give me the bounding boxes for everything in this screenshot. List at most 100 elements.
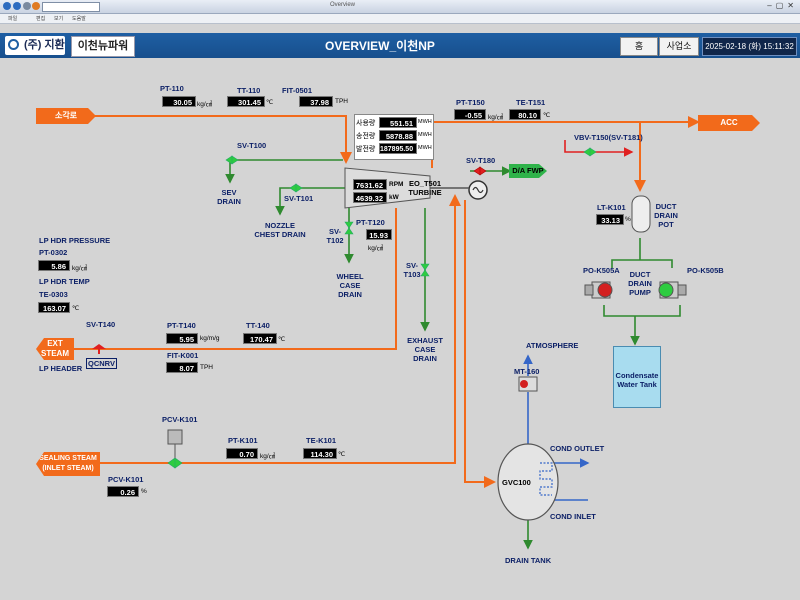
duct-drain-pump-label: DUCT DRAIN PUMP: [628, 270, 652, 297]
condensate-tank-label: Condensate Water Tank: [615, 371, 659, 389]
pt0302-unit: kg/㎠: [72, 265, 88, 272]
sv-t102-valve-icon: [344, 221, 354, 235]
pt110-value[interactable]: 30.05: [162, 96, 196, 107]
wheel-drain-label: WHEEL CASE DRAIN: [336, 272, 364, 299]
fit0501-unit: TPH: [335, 98, 348, 105]
pump-a-icon: [584, 281, 613, 299]
fit0501-value[interactable]: 37.98: [299, 96, 333, 107]
home-button[interactable]: 홈: [620, 37, 658, 56]
te151-unit: ℃: [543, 112, 551, 119]
sealing-steam-stream[interactable]: SEALING STEAM (INLET STEAM): [36, 452, 100, 476]
qcnrv-label[interactable]: QCNRV: [86, 358, 117, 369]
tt110-unit: ℃: [266, 99, 274, 106]
fit-k001-unit: TPH: [200, 364, 213, 371]
pcv-k101-label[interactable]: PCV-K101: [162, 415, 198, 424]
pt120-tag: PT-T120: [356, 218, 385, 227]
gen-value[interactable]: 187895.50: [379, 143, 417, 154]
pump-b-icon: [658, 281, 687, 299]
used-value[interactable]: 551.51: [379, 117, 417, 128]
pump-line: [603, 238, 681, 344]
sv-t103-valve-icon: [420, 263, 430, 277]
ext-steam-line: [73, 208, 397, 350]
sv-t101-label[interactable]: SV-T101: [284, 194, 314, 203]
lt-k101-value[interactable]: 33.13: [596, 214, 624, 225]
boiler-stream[interactable]: 소각로: [36, 108, 96, 124]
te0303-value[interactable]: 163.07: [38, 302, 70, 313]
pt140-value[interactable]: 5.95: [166, 333, 198, 344]
te-k101-value[interactable]: 114.30: [303, 448, 337, 459]
address-bar[interactable]: [42, 2, 100, 12]
sv-t180-label[interactable]: SV-T180: [466, 156, 496, 165]
condensate-tank[interactable]: Condensate Water Tank: [613, 346, 661, 408]
lt-k101-unit: %: [625, 216, 631, 223]
gvc-vessel: [497, 443, 559, 521]
pt0302-value[interactable]: 5.86: [38, 260, 70, 271]
cond-outlet-label: COND OUTLET: [550, 444, 605, 453]
back-icon[interactable]: [3, 2, 11, 10]
po-k505b-label[interactable]: PO-K505B: [687, 266, 724, 275]
pcv-k101-value[interactable]: 0.26: [107, 486, 139, 497]
business-site-button[interactable]: 사업소: [659, 37, 699, 56]
tt110-value[interactable]: 301.45: [227, 96, 265, 107]
fit-k001-value[interactable]: 8.07: [166, 362, 198, 373]
fit0501-tag: FIT-0501: [282, 86, 313, 95]
lp-header-label: LP HEADER: [39, 364, 83, 373]
gen-unit: MWH: [418, 145, 432, 151]
pt120-value[interactable]: 15.93: [366, 229, 392, 240]
sealing-steam-line: [99, 194, 461, 464]
mt160-label[interactable]: MT-160: [514, 367, 540, 376]
datetime-display: 2025-02-18 (화) 15:11:32: [702, 37, 797, 56]
drain-tank-label: DRAIN TANK: [505, 556, 552, 565]
sent-label: 송전량: [356, 133, 376, 140]
sv-t100-label[interactable]: SV-T100: [237, 141, 267, 150]
pt-k101-value[interactable]: 0.70: [226, 448, 258, 459]
te151-value[interactable]: 80.10: [509, 109, 541, 120]
used-unit: MWH: [418, 119, 432, 125]
te-k101-unit: ℃: [338, 451, 346, 458]
menu-item-view[interactable]: 보기: [54, 16, 64, 22]
sent-value[interactable]: 5878.88: [379, 130, 417, 141]
logo-icon: [8, 39, 19, 50]
menu-item-help[interactable]: 도움말: [72, 16, 86, 22]
pcv-k101-val-tag: PCV-K101: [108, 475, 144, 484]
turbine-rpm-value[interactable]: 7631.62: [353, 179, 387, 190]
menu-item-edit[interactable]: 편집: [36, 16, 46, 22]
refresh-icon[interactable]: [23, 2, 31, 10]
turbine-kw-value[interactable]: 4639.32: [353, 192, 387, 203]
site-button[interactable]: 이천뉴파워: [71, 36, 135, 57]
window-controls[interactable]: –▢✕: [767, 1, 798, 10]
pt110-tag: PT-110: [160, 84, 184, 93]
main-steam-line: [95, 115, 352, 164]
vbv-label[interactable]: VBV-T150(SV-T181): [574, 133, 643, 142]
da-fwp-stream[interactable]: D/A FWP: [509, 164, 547, 178]
pt150-value[interactable]: -0.55: [454, 109, 486, 120]
pt140-unit: kg/m/g: [200, 335, 220, 342]
fit-k001-tag: FIT-K001: [167, 351, 199, 360]
acc-stream[interactable]: ACC: [698, 115, 760, 131]
pt140-tag: PT-T140: [167, 321, 196, 330]
forward-icon[interactable]: [13, 2, 21, 10]
sv-t103-label[interactable]: SV- T103: [403, 261, 421, 279]
sv-t102-label[interactable]: SV- T102: [326, 227, 344, 245]
menu-item-file[interactable]: 파일: [8, 16, 18, 22]
pcv-k101-unit: %: [141, 488, 147, 495]
pcv-k101-valve-icon: [167, 429, 183, 469]
ext-steam-stream[interactable]: EXT STEAM: [36, 338, 74, 360]
tt140-value[interactable]: 170.47: [243, 333, 277, 344]
home-icon[interactable]: [32, 2, 40, 10]
gvc100-label[interactable]: GVC100: [502, 478, 531, 487]
used-label: 사용량: [356, 120, 376, 127]
te0303-unit: ℃: [72, 305, 80, 312]
sv-t140-label[interactable]: SV-T140: [86, 320, 116, 329]
tt110-tag: TT-110: [237, 86, 261, 95]
pt150-tag: PT-T150: [456, 98, 485, 107]
company-logo: (주) 지환: [5, 36, 65, 55]
cond-inlet-label: COND INLET: [550, 512, 596, 521]
po-k505a-label[interactable]: PO-K505A: [583, 266, 620, 275]
gen-label: 발전량: [356, 146, 376, 153]
duct-drain-pot-label: DUCT DRAIN POT: [654, 202, 678, 229]
browser-chrome: Overview –▢✕: [0, 0, 800, 14]
turbine-name: EO_T501 TURBINE: [408, 179, 442, 197]
pt150-unit: kg/㎠: [488, 114, 504, 121]
